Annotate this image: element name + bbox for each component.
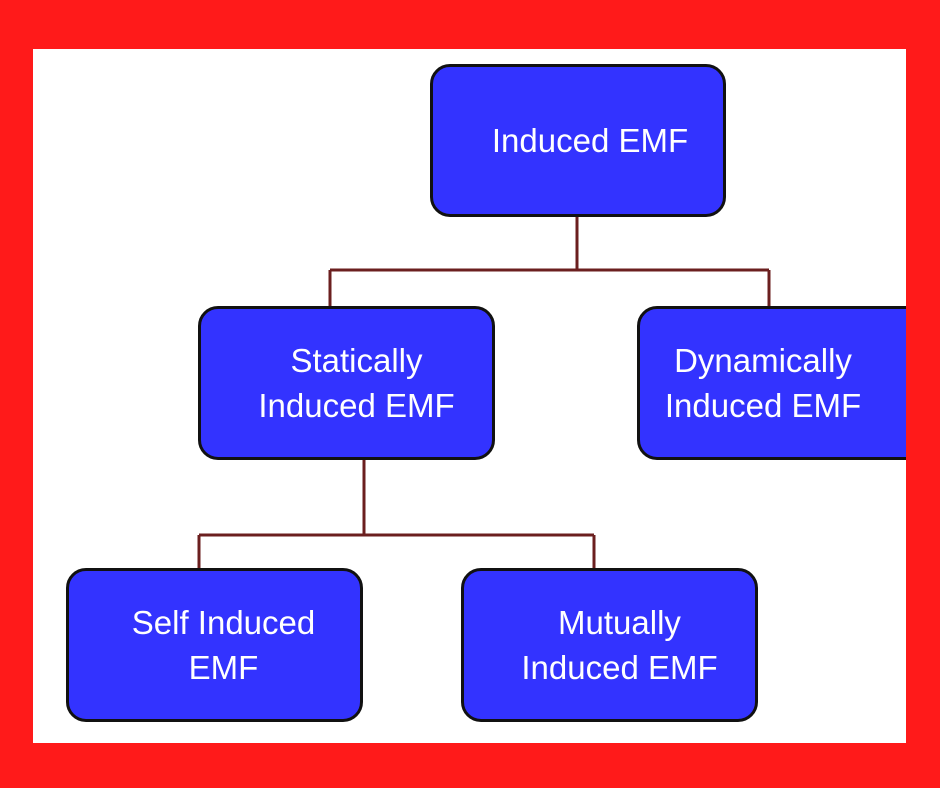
node-statically-line-1: Statically [290,342,423,379]
node-dynamically-line-1: Dynamically [674,342,852,379]
node-induced-emf: Induced EMF [430,64,726,217]
node-mutually-induced-emf: Mutually Induced EMF [461,568,758,722]
node-mutually-line-1: Mutually [558,604,681,641]
node-self-line-1: Self Induced [131,604,316,641]
node-mutually-line-2: Induced EMF [521,649,718,686]
node-dynamically-line-2: Induced EMF [664,387,862,424]
node-self-line-2: EMF [188,649,259,686]
node-dynamically-induced-emf: Dynamically Induced EMF [637,306,906,460]
diagram-canvas: Induced EMF Statically Induced EMF Dynam… [33,49,906,743]
node-statically-line-2: Induced EMF [258,387,455,424]
node-statically-induced-emf: Statically Induced EMF [198,306,495,460]
node-induced-emf-label: Induced EMF [491,122,689,159]
connector-lines [197,217,771,568]
node-self-induced-emf: Self Induced EMF [66,568,363,722]
